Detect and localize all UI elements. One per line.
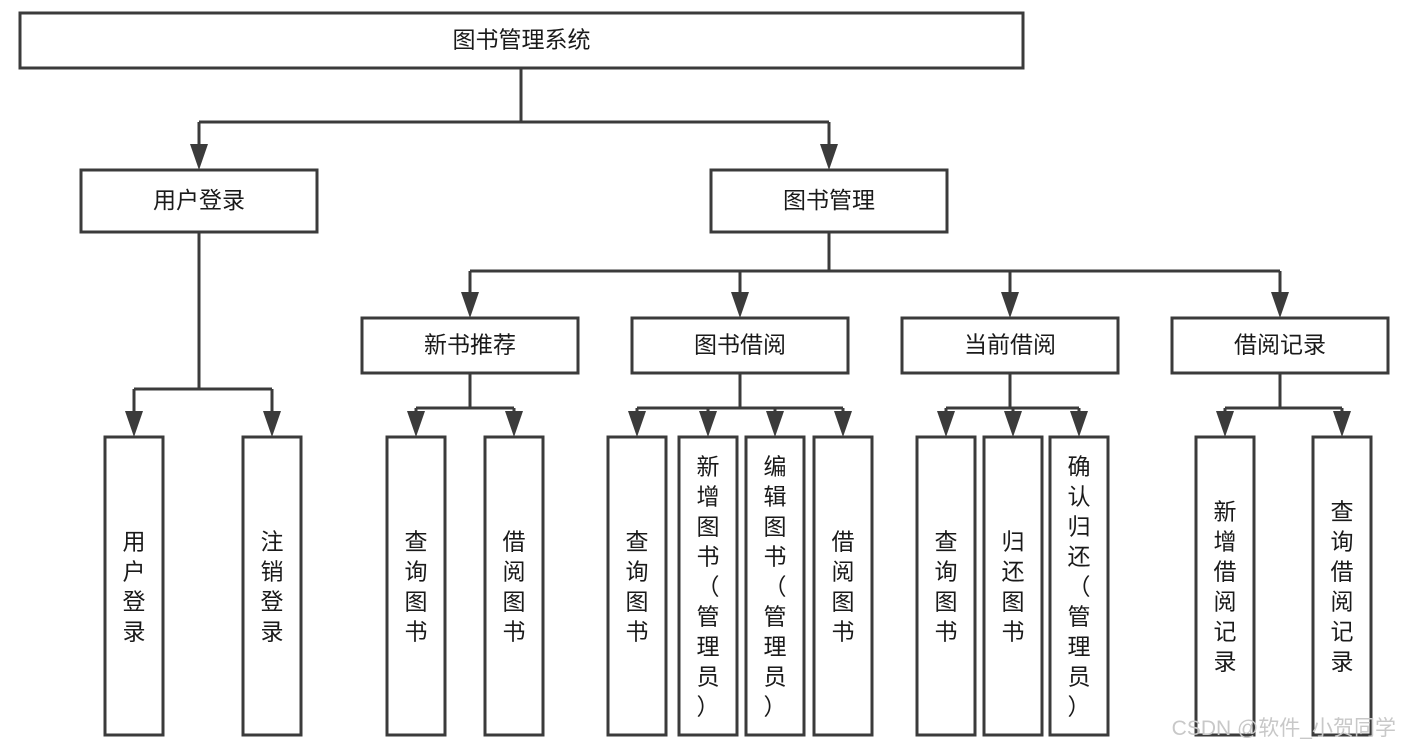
node-label-leaf-query-book-recommend: 查询图书 <box>405 528 428 644</box>
node-label-leaf-add-book-admin: 新增图书（管理员） <box>697 453 720 719</box>
arrow-head-icon <box>834 411 852 437</box>
node-box-leaf-query-borrow-record[interactable] <box>1311 435 1373 737</box>
node-label-leaf-user-logout: 注销登录 <box>261 528 284 644</box>
node-box-new-book-recommend[interactable] <box>360 316 580 375</box>
node-box-leaf-user-logout[interactable] <box>241 435 303 737</box>
node-label-leaf-query-book-borrow: 查询图书 <box>626 528 649 644</box>
node-label-leaf-borrow-book-recommend: 借阅图书 <box>503 528 526 644</box>
node-leaf-query-book-current[interactable]: 查询图书 <box>915 435 977 737</box>
csdn-watermark: CSDN @软件_小贺同学 <box>1172 717 1396 740</box>
node-box-user-login[interactable] <box>79 168 319 234</box>
node-box-root[interactable] <box>18 11 1025 70</box>
node-label-user-login: 用户登录 <box>153 187 245 213</box>
node-box-book-borrow[interactable] <box>630 316 850 375</box>
node-label-leaf-borrow-book: 借阅图书 <box>832 528 855 644</box>
node-label-borrow-record: 借阅记录 <box>1234 332 1326 358</box>
node-box-leaf-return-book[interactable] <box>982 435 1044 737</box>
arrow-head-icon <box>699 411 717 437</box>
node-label-book-management: 图书管理 <box>783 187 875 213</box>
node-box-leaf-query-book-borrow[interactable] <box>606 435 668 737</box>
connector-level3-book-borrow-to-leaves <box>628 373 852 437</box>
node-root[interactable]: 图书管理系统 <box>18 11 1025 70</box>
node-box-book-management[interactable] <box>709 168 949 234</box>
node-leaf-query-book-borrow[interactable]: 查询图书 <box>606 435 668 737</box>
node-book-borrow[interactable]: 图书借阅 <box>630 316 850 375</box>
node-box-leaf-confirm-return-admin[interactable] <box>1048 435 1110 737</box>
node-label-current-borrow: 当前借阅 <box>964 332 1056 358</box>
arrow-head-icon <box>1004 411 1022 437</box>
node-box-leaf-borrow-book-recommend[interactable] <box>483 435 545 737</box>
node-leaf-user-login[interactable]: 用户登录 <box>103 435 165 737</box>
node-box-borrow-record[interactable] <box>1170 316 1390 375</box>
connector-level3-borrow-record-to-leaves <box>1216 373 1351 437</box>
arrow-head-icon <box>820 144 838 170</box>
node-new-book-recommend[interactable]: 新书推荐 <box>360 316 580 375</box>
node-label-book-borrow: 图书借阅 <box>694 332 786 358</box>
node-leaf-confirm-return-admin[interactable]: 确认归还（管理员） <box>1048 435 1110 737</box>
node-leaf-user-logout[interactable]: 注销登录 <box>241 435 303 737</box>
node-current-borrow[interactable]: 当前借阅 <box>900 316 1120 375</box>
node-book-management[interactable]: 图书管理 <box>709 168 949 234</box>
arrow-head-icon <box>125 411 143 437</box>
arrow-head-icon <box>407 411 425 437</box>
connector-level3-current-borrow-to-leaves <box>937 373 1088 437</box>
arrow-head-icon <box>1271 292 1289 318</box>
node-leaf-add-borrow-record[interactable]: 新增借阅记录 <box>1194 435 1256 737</box>
node-box-leaf-add-borrow-record[interactable] <box>1194 435 1256 737</box>
node-label-leaf-return-book: 归还图书 <box>1002 528 1025 644</box>
node-leaf-borrow-book[interactable]: 借阅图书 <box>812 435 874 737</box>
node-leaf-query-borrow-record[interactable]: 查询借阅记录 <box>1311 435 1373 737</box>
arrow-head-icon <box>628 411 646 437</box>
node-label-leaf-query-borrow-record: 查询借阅记录 <box>1331 498 1354 674</box>
connector-level2-user-login-to-leaves <box>125 232 281 437</box>
arrow-head-icon <box>1070 411 1088 437</box>
node-leaf-borrow-book-recommend[interactable]: 借阅图书 <box>483 435 545 737</box>
node-box-leaf-edit-book-admin[interactable] <box>744 435 806 737</box>
node-box-leaf-borrow-book[interactable] <box>812 435 874 737</box>
nodes-layer: 图书管理系统用户登录图书管理新书推荐图书借阅当前借阅借阅记录用户登录注销登录查询… <box>18 11 1390 737</box>
node-leaf-edit-book-admin[interactable]: 编辑图书（管理员） <box>744 435 806 737</box>
node-leaf-query-book-recommend[interactable]: 查询图书 <box>385 435 447 737</box>
node-leaf-add-book-admin[interactable]: 新增图书（管理员） <box>677 435 739 737</box>
arrow-head-icon <box>1216 411 1234 437</box>
node-label-leaf-add-borrow-record: 新增借阅记录 <box>1214 498 1237 674</box>
node-label-root: 图书管理系统 <box>453 27 591 53</box>
node-borrow-record[interactable]: 借阅记录 <box>1170 316 1390 375</box>
node-box-current-borrow[interactable] <box>900 316 1120 375</box>
arrow-head-icon <box>190 144 208 170</box>
arrow-head-icon <box>937 411 955 437</box>
node-box-leaf-add-book-admin[interactable] <box>677 435 739 737</box>
arrow-head-icon <box>1001 292 1019 318</box>
node-label-new-book-recommend: 新书推荐 <box>424 332 516 358</box>
arrow-head-icon <box>263 411 281 437</box>
connector-root-to-level2 <box>190 68 838 170</box>
node-user-login[interactable]: 用户登录 <box>79 168 319 234</box>
node-label-leaf-user-login: 用户登录 <box>123 528 146 644</box>
arrow-head-icon <box>766 411 784 437</box>
arrow-head-icon <box>505 411 523 437</box>
arrow-head-icon <box>731 292 749 318</box>
node-leaf-return-book[interactable]: 归还图书 <box>982 435 1044 737</box>
node-label-leaf-query-book-current: 查询图书 <box>935 528 958 644</box>
node-box-leaf-query-book-recommend[interactable] <box>385 435 447 737</box>
connector-level3-new-book-to-leaves <box>407 373 523 437</box>
arrow-head-icon <box>461 292 479 318</box>
node-label-leaf-confirm-return-admin: 确认归还（管理员） <box>1068 453 1091 719</box>
node-box-leaf-query-book-current[interactable] <box>915 435 977 737</box>
node-label-leaf-edit-book-admin: 编辑图书（管理员） <box>764 453 787 719</box>
node-box-leaf-user-login[interactable] <box>103 435 165 737</box>
connector-level2-book-mgmt-to-level3 <box>461 232 1289 318</box>
arrow-head-icon <box>1333 411 1351 437</box>
connectors-layer <box>125 68 1351 437</box>
